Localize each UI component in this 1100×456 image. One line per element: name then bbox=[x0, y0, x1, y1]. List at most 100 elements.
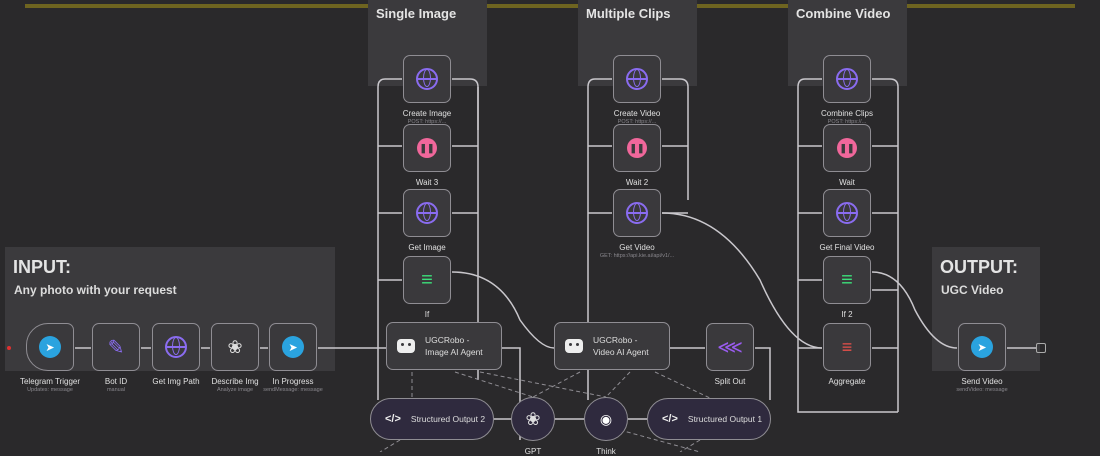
node-subtitle: POST: https://... bbox=[617, 119, 657, 125]
sticky-title: Single Image bbox=[376, 6, 457, 21]
connection bbox=[377, 78, 402, 400]
ai-connection bbox=[532, 371, 711, 399]
node-wait-3[interactable]: ❚❚ bbox=[403, 124, 451, 172]
node-subtitle: sendVideo: message bbox=[956, 387, 1008, 393]
robot-icon bbox=[397, 339, 415, 353]
node-label: UGCRobo - Image AI Agent bbox=[425, 335, 483, 357]
node-think[interactable]: ◉ bbox=[584, 397, 628, 441]
node-subtitle: manual bbox=[106, 387, 126, 393]
ai-connection bbox=[411, 371, 607, 398]
node-label: Get Image bbox=[408, 243, 446, 252]
node-label: Create Image bbox=[402, 109, 452, 118]
connection bbox=[587, 78, 612, 400]
openai-icon: ❀ bbox=[525, 408, 541, 429]
sticky-title: INPUT: bbox=[13, 257, 71, 277]
pause-icon: ❚❚ bbox=[627, 138, 647, 158]
node-label: Telegram Trigger bbox=[19, 377, 81, 386]
node-describe-img[interactable]: ❀ bbox=[211, 323, 259, 371]
telegram-icon: ➤ bbox=[971, 336, 993, 358]
if-icon: ≡ bbox=[421, 268, 433, 291]
node-telegram-trigger[interactable]: ➤ bbox=[26, 323, 74, 371]
node-label: Get Video bbox=[619, 243, 655, 252]
node-get-final-video[interactable] bbox=[823, 189, 871, 237]
node-split-out[interactable]: ⋘ bbox=[706, 323, 754, 371]
sticky-combine-video[interactable]: Combine Video bbox=[788, 0, 907, 86]
pause-icon: ❚❚ bbox=[417, 138, 437, 158]
sticky-subtitle: Any photo with your request bbox=[14, 283, 177, 297]
sticky-title: OUTPUT: bbox=[940, 257, 1018, 277]
node-label: Send Video bbox=[961, 377, 1003, 386]
sticky-title: Combine Video bbox=[796, 6, 891, 21]
node-structured-output-2[interactable]: </>Structured Output 2 bbox=[370, 398, 494, 440]
node-label: Wait 2 bbox=[625, 178, 649, 187]
node-subtitle: POST: https://... bbox=[827, 119, 867, 125]
globe-icon bbox=[836, 202, 858, 224]
pencil-icon: ✎ bbox=[107, 336, 125, 359]
node-label: Aggregate bbox=[828, 377, 866, 386]
node-get-video[interactable] bbox=[613, 189, 661, 237]
top-bar bbox=[25, 4, 1075, 8]
node-label: Wait bbox=[839, 178, 855, 187]
node-structured-output-1[interactable]: </> Structured Output 1 bbox=[647, 398, 771, 440]
node-label: Describe Img bbox=[211, 377, 259, 386]
node-label: In Progress bbox=[272, 377, 314, 386]
node-if[interactable]: ≡ bbox=[403, 256, 451, 304]
node-bot-id[interactable]: ✎ bbox=[92, 323, 140, 371]
add-node-button[interactable] bbox=[1036, 343, 1046, 353]
node-label: Get Img Path bbox=[152, 377, 200, 386]
node-aggregate[interactable]: ≡ bbox=[823, 323, 871, 371]
globe-icon bbox=[165, 336, 187, 358]
node-if-2[interactable]: ≡ bbox=[823, 256, 871, 304]
node-label: Split Out bbox=[714, 377, 746, 386]
node-video-ai-agent[interactable]: UGCRobo - Video AI Agent bbox=[554, 322, 670, 370]
node-subtitle: sendMessage: message bbox=[263, 387, 323, 393]
connection bbox=[670, 347, 771, 400]
node-subtitle: Analyze image bbox=[216, 387, 254, 393]
node-label: UGCRobo - Video AI Agent bbox=[593, 335, 649, 357]
connection bbox=[661, 212, 823, 349]
globe-icon bbox=[626, 202, 648, 224]
node-combine-clips[interactable] bbox=[823, 55, 871, 103]
node-subtitle: POST: https://... bbox=[407, 119, 447, 125]
node-subtitle: Updates: message bbox=[27, 387, 73, 393]
openai-icon: ❀ bbox=[227, 336, 243, 357]
node-create-video[interactable] bbox=[613, 55, 661, 103]
connection bbox=[451, 78, 555, 349]
telegram-icon: ➤ bbox=[39, 336, 61, 358]
if-icon: ≡ bbox=[841, 268, 853, 291]
node-create-image[interactable] bbox=[403, 55, 451, 103]
globe-icon bbox=[626, 68, 648, 90]
globe-icon bbox=[836, 68, 858, 90]
node-wait-2[interactable]: ❚❚ bbox=[613, 124, 661, 172]
node-label: Bot ID bbox=[104, 377, 128, 386]
node-label: Create Video bbox=[613, 109, 661, 118]
node-label: Get Final Video bbox=[819, 243, 875, 252]
node-label: Structured Output 2 bbox=[410, 414, 486, 424]
connection bbox=[797, 78, 898, 413]
aggregate-icon: ≡ bbox=[841, 336, 853, 357]
node-in-progress[interactable]: ➤ bbox=[269, 323, 317, 371]
split-out-icon: ⋘ bbox=[717, 336, 743, 357]
node-wait[interactable]: ❚❚ bbox=[823, 124, 871, 172]
sticky-subtitle: UGC Video bbox=[941, 283, 1004, 297]
sticky-output[interactable]: OUTPUT: UGC Video bbox=[932, 247, 1040, 371]
node-image-ai-agent[interactable]: UGCRobo - Image AI Agent bbox=[386, 322, 502, 370]
connection bbox=[871, 271, 958, 349]
globe-icon bbox=[416, 202, 438, 224]
node-label: Structured Output 1 bbox=[687, 414, 763, 424]
telegram-icon: ➤ bbox=[282, 336, 304, 358]
node-send-video[interactable]: ➤ bbox=[958, 323, 1006, 371]
node-subtitle: GET: https://api.kie.ai/api/v1/... bbox=[599, 253, 675, 259]
pause-icon: ❚❚ bbox=[837, 138, 857, 158]
node-gpt[interactable]: ❀ bbox=[511, 397, 555, 441]
node-label: If bbox=[424, 310, 430, 319]
globe-icon bbox=[416, 68, 438, 90]
brain-icon: ◉ bbox=[599, 410, 613, 427]
code-icon: </> bbox=[662, 413, 678, 425]
node-get-image[interactable] bbox=[403, 189, 451, 237]
node-label: Combine Clips bbox=[820, 109, 874, 118]
node-get-img-path[interactable] bbox=[152, 323, 200, 371]
connection bbox=[872, 78, 899, 412]
node-label: If 2 bbox=[841, 310, 853, 319]
